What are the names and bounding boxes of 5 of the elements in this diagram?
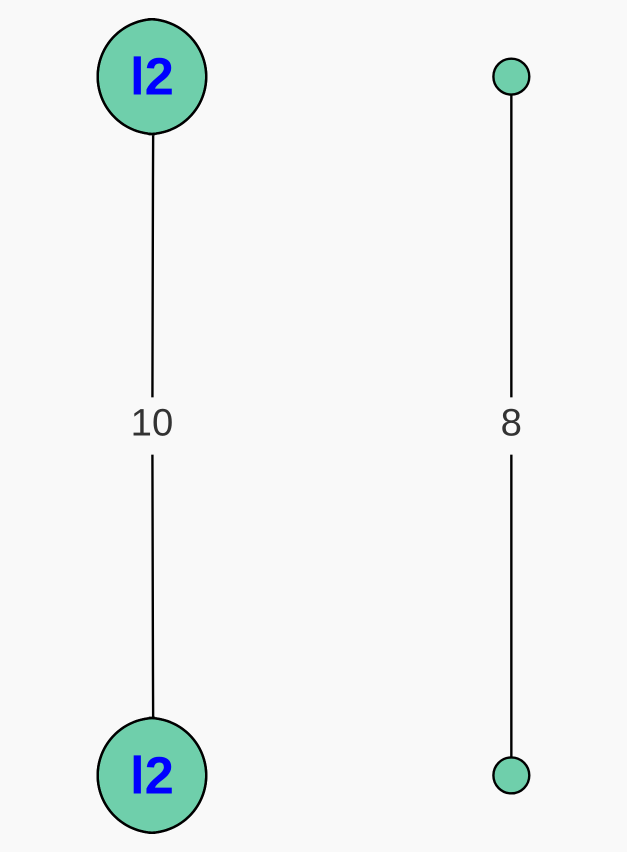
node-circle xyxy=(492,57,530,96)
edge-label: 8 xyxy=(500,404,522,446)
edge-label: 10 xyxy=(130,404,174,446)
connector xyxy=(510,94,513,758)
node-circle xyxy=(492,756,530,795)
